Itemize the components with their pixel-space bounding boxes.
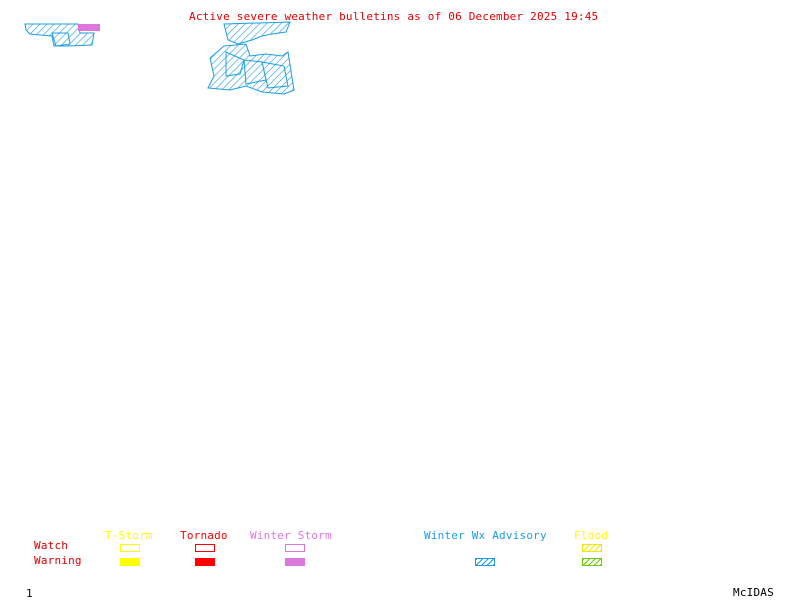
flood-watch-swatch <box>582 544 602 552</box>
flood-warning-swatch <box>582 558 602 566</box>
legend-label-tornado: Tornado <box>180 529 228 542</box>
legend-label-tstorm: T-Storm <box>105 529 153 542</box>
winter-wx-advisory-swatch <box>475 558 495 566</box>
advisory-area-northwest <box>24 23 95 47</box>
advisory-area-north-central <box>207 21 295 95</box>
tstorm-watch-swatch <box>120 544 140 552</box>
legend-row-watch: Watch <box>34 539 69 552</box>
software-label: McIDAS <box>733 586 774 599</box>
tstorm-warning-swatch <box>120 558 140 566</box>
bulletin-title: Active severe weather bulletins as of 06… <box>189 10 599 23</box>
winter-storm-warning-area <box>78 24 100 31</box>
winter-storm-watch-swatch <box>285 544 305 552</box>
tornado-warning-swatch <box>195 558 215 566</box>
alert-map <box>24 21 295 95</box>
winter-storm-warning-swatch <box>285 558 305 566</box>
legend-label-winter-wx-advisory: Winter Wx Advisory <box>424 529 547 542</box>
legend-row-warning: Warning <box>34 554 82 567</box>
legend-label-flood: Flood <box>574 529 609 542</box>
tornado-watch-swatch <box>195 544 215 552</box>
legend-label-winter-storm: Winter Storm <box>250 529 332 542</box>
frame-number: 1 <box>26 587 33 600</box>
